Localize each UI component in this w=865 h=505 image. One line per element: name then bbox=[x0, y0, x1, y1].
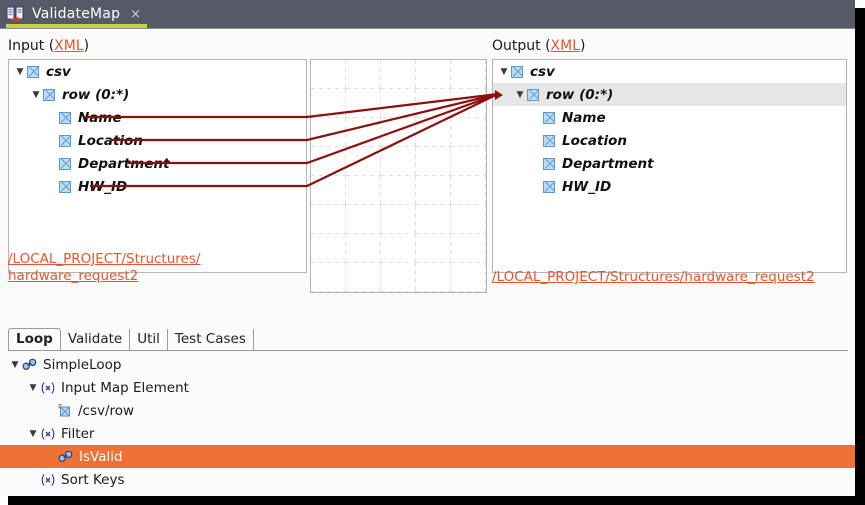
tree-row[interactable]: ▼Location bbox=[493, 129, 846, 152]
input-panel-header: Input (XML) bbox=[8, 38, 89, 54]
element-icon bbox=[543, 180, 555, 193]
chevron-down-icon[interactable]: ▼ bbox=[500, 66, 508, 77]
output-schema-tree[interactable]: ▼csv▼row (0:*)▼Name▼Location▼Department▼… bbox=[492, 59, 847, 273]
list-item[interactable]: ▼ SimpleLoop bbox=[0, 353, 855, 376]
chevron-down-icon[interactable]: ▼ bbox=[16, 66, 24, 77]
window-shadow-right bbox=[855, 6, 865, 498]
window-shadow-corner bbox=[855, 0, 865, 8]
chevron-down-icon[interactable]: ▼ bbox=[29, 428, 37, 439]
chevron-down-icon[interactable]: ▼ bbox=[11, 359, 19, 370]
tree-row[interactable]: ▼Location bbox=[9, 129, 306, 152]
tree-row[interactable]: ▼ row (0:*) bbox=[493, 83, 846, 106]
list-item[interactable]: ▼ Input Map Element bbox=[0, 376, 855, 399]
tree-row-label: row (0:*) bbox=[546, 86, 614, 103]
tree-row-label: Location bbox=[78, 132, 143, 149]
window-titlebar bbox=[0, 0, 855, 28]
output-header-prefix: Output ( bbox=[492, 38, 551, 54]
list-item-label: /csv/row bbox=[78, 402, 135, 419]
element-icon bbox=[543, 157, 555, 170]
tab-label: Loop bbox=[16, 331, 53, 347]
editor-content: Input (XML) Output (XML) ▼csv▼row (0:*)▼… bbox=[0, 28, 855, 505]
list-item-label: Input Map Element bbox=[61, 379, 189, 396]
tab-label: Util bbox=[137, 331, 160, 347]
window-tab-validatemap[interactable]: ValidateMap × bbox=[0, 0, 149, 28]
input-file-path-line1: /LOCAL_PROJECT/Structures/ bbox=[8, 251, 201, 267]
output-header-suffix: ) bbox=[580, 38, 586, 54]
list-item-label: Sort Keys bbox=[61, 471, 125, 488]
window-tabstrip: ValidateMap × bbox=[0, 0, 149, 28]
map-element-icon bbox=[58, 404, 72, 417]
output-xml-link[interactable]: XML bbox=[550, 38, 581, 54]
tree-row[interactable]: ▼Department bbox=[493, 152, 846, 175]
tree-row[interactable]: ▼HW_ID bbox=[493, 175, 846, 198]
output-panel-header: Output (XML) bbox=[492, 38, 586, 54]
input-file-path-line2: hardware_request2 bbox=[8, 268, 139, 284]
input-header-suffix: ) bbox=[83, 38, 90, 54]
element-icon bbox=[543, 134, 555, 147]
tree-row[interactable]: ▼Name bbox=[493, 106, 846, 129]
function-variable-icon bbox=[40, 427, 56, 441]
chain-link-icon bbox=[58, 450, 73, 463]
tree-row-label: Department bbox=[78, 155, 170, 172]
input-file-path[interactable]: /LOCAL_PROJECT/Structures/ hardware_requ… bbox=[8, 251, 298, 285]
element-icon bbox=[543, 111, 555, 124]
tree-row-label: Location bbox=[562, 132, 627, 149]
mapping-grid bbox=[311, 60, 486, 292]
list-item[interactable]: ▼IsValid bbox=[0, 445, 855, 468]
tab-util[interactable]: Util bbox=[130, 329, 168, 350]
close-icon[interactable]: × bbox=[130, 6, 142, 22]
list-item-label: IsValid bbox=[79, 448, 123, 465]
chevron-down-icon[interactable]: ▼ bbox=[516, 89, 524, 100]
list-item-label: Filter bbox=[61, 425, 95, 442]
tree-row[interactable]: ▼ csv bbox=[9, 60, 306, 83]
tree-row-label: csv bbox=[46, 63, 71, 80]
tree-row-label: HW_ID bbox=[562, 178, 612, 195]
output-file-path[interactable]: /LOCAL_PROJECT/Structures/hardware_reque… bbox=[492, 269, 815, 285]
input-schema-tree[interactable]: ▼csv▼row (0:*)▼Name▼Location▼Department▼… bbox=[8, 59, 307, 273]
element-icon bbox=[27, 65, 39, 78]
mapping-canvas[interactable] bbox=[310, 59, 487, 293]
element-icon bbox=[43, 88, 55, 101]
tree-row-label: csv bbox=[530, 63, 555, 80]
tree-row-label: Name bbox=[562, 109, 606, 126]
tab-validate[interactable]: Validate bbox=[61, 329, 131, 350]
element-icon bbox=[59, 111, 71, 124]
element-icon bbox=[511, 65, 523, 78]
element-icon bbox=[59, 134, 71, 147]
tree-row-label: Department bbox=[562, 155, 654, 172]
bottom-tabbar: Loop Validate Util Test Cases bbox=[8, 328, 254, 350]
element-icon bbox=[527, 88, 539, 101]
chain-link-icon bbox=[22, 358, 37, 371]
function-variable-icon bbox=[40, 473, 56, 487]
tree-row[interactable]: ▼Department bbox=[9, 152, 306, 175]
element-icon bbox=[59, 180, 71, 193]
tree-row[interactable]: ▼ csv bbox=[493, 60, 846, 83]
list-item[interactable]: ▼/csv/row bbox=[0, 399, 855, 422]
list-item[interactable]: ▼Sort Keys bbox=[0, 468, 855, 491]
tree-row[interactable]: ▼Name bbox=[9, 106, 306, 129]
tree-row[interactable]: ▼ row (0:*) bbox=[9, 83, 306, 106]
tab-label: Validate bbox=[67, 331, 123, 347]
input-header-prefix: Input ( bbox=[8, 38, 55, 54]
list-item-label: SimpleLoop bbox=[43, 356, 122, 373]
tree-row-label: Name bbox=[78, 109, 122, 126]
tree-row[interactable]: ▼HW_ID bbox=[9, 175, 306, 198]
tabbar-divider bbox=[8, 350, 848, 351]
loop-detail-tree[interactable]: ▼ SimpleLoop ▼ Input Map Element ▼/csv/row ▼ F… bbox=[0, 353, 855, 505]
function-variable-icon bbox=[40, 381, 56, 395]
tab-label: Test Cases bbox=[174, 331, 246, 347]
window-shadow-bottom bbox=[8, 496, 865, 505]
list-item[interactable]: ▼ Filter bbox=[0, 422, 855, 445]
tab-test-cases[interactable]: Test Cases bbox=[168, 329, 254, 350]
input-xml-link[interactable]: XML bbox=[54, 38, 84, 54]
tree-row-label: HW_ID bbox=[78, 178, 128, 195]
tab-loop[interactable]: Loop bbox=[8, 328, 61, 350]
chevron-down-icon[interactable]: ▼ bbox=[29, 382, 37, 393]
tree-row-label: row (0:*) bbox=[62, 86, 130, 103]
mapping-target-marker bbox=[495, 89, 503, 100]
map-document-icon bbox=[6, 5, 24, 23]
window-tab-label: ValidateMap bbox=[32, 6, 121, 22]
chevron-down-icon[interactable]: ▼ bbox=[32, 89, 40, 100]
element-icon bbox=[59, 157, 71, 170]
